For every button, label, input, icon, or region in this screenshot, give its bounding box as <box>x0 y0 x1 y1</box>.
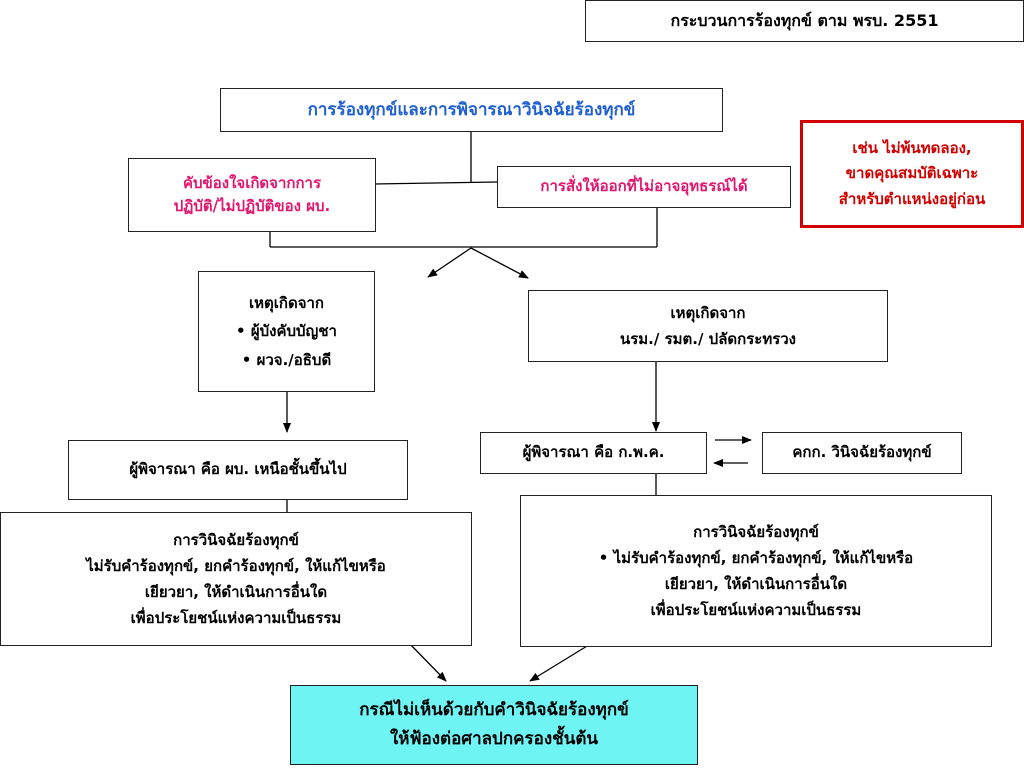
final-box: กรณีไม่เห็นด้วยกับคำวินิจฉัยร้องทุกข์ ให… <box>290 685 698 765</box>
committee-box: คกก. วินิจฉัยร้องทุกข์ <box>762 432 962 474</box>
arrow-decision-right-to-final <box>529 642 593 682</box>
decision-right-line-1: การวินิจฉัยร้องทุกข์ <box>693 522 819 541</box>
arrow-to-source-left <box>427 247 472 278</box>
final-line-2: ให้ฟ้องต่อศาลปกครองชั้นต้น <box>390 729 598 749</box>
page-title-text: กระบวนการร้องทุกข์ ตาม พรบ. 2551 <box>670 10 939 30</box>
decision-right-line-2: ไม่รับคำร้องทุกข์, ยกคำร้องทุกข์, ให้แก้… <box>599 545 914 571</box>
arrow-to-source-right <box>470 247 529 279</box>
source-right-line-1: เหตุเกิดจาก <box>670 303 746 322</box>
decision-left-box: การวินิจฉัยร้องทุกข์ ไม่รับคำร้องทุกข์, … <box>0 512 472 646</box>
reviewer-right-text: ผู้พิจารณา คือ ก.พ.ค. <box>522 443 665 462</box>
cause-right-text: การสั่งให้ออกที่ไม่อาจอุทธรณ์ได้ <box>540 177 748 196</box>
source-left-box: เหตุเกิดจาก ผู้บังคับบัญชา ผวจ./อธิบดี <box>198 271 375 392</box>
cause-right-box: การสั่งให้ออกที่ไม่อาจอุทธรณ์ได้ <box>497 166 791 208</box>
example-line-1: เช่น ไม่พ้นทดลอง, <box>852 138 972 157</box>
decision-right-box: การวินิจฉัยร้องทุกข์ ไม่รับคำร้องทุกข์, … <box>520 495 992 647</box>
decision-right-line-3: เยียวยา, ให้ดำเนินการอื่นใด <box>664 575 848 593</box>
committee-text: คกก. วินิจฉัยร้องทุกข์ <box>792 443 932 462</box>
cause-left-line-2: ปฏิบัติ/ไม่ปฏิบัติของ ผบ. <box>173 197 331 215</box>
source-left-item-2: ผวจ./อธิบดี <box>242 346 332 375</box>
cause-left-box: คับข้องใจเกิดจากการ ปฏิบัติ/ไม่ปฏิบัติขอ… <box>128 158 376 232</box>
arrow-decision-left-to-final <box>407 641 447 682</box>
decision-left-line-4: เพื่อประโยชน์แห่งความเป็นธรรม <box>130 609 342 628</box>
reviewer-left-box: ผู้พิจารณา คือ ผบ. เหนือชั้นขึ้นไป <box>68 440 408 500</box>
decision-left-line-1: การวินิจฉัยร้องทุกข์ <box>173 530 299 549</box>
page-title: กระบวนการร้องทุกข์ ตาม พรบ. 2551 <box>585 0 1024 42</box>
source-right-box: เหตุเกิดจาก นรม./ รมต./ ปลัดกระทรวง <box>528 290 888 362</box>
decision-left-line-2: ไม่รับคำร้องทุกข์, ยกคำร้องทุกข์, ให้แก้… <box>86 556 386 575</box>
main-process-text: การร้องทุกข์และการพิจารณาวินิจฉัยร้องทุก… <box>307 99 636 120</box>
decision-right-line-4: เพื่อประโยชน์แห่งความเป็นธรรม <box>650 601 862 620</box>
example-box: เช่น ไม่พ้นทดลอง, ขาดคุณสมบัติเฉพาะ สำหร… <box>800 120 1024 228</box>
source-left-heading: เหตุเกิดจาก <box>249 293 324 312</box>
source-left-item-1: ผู้บังคับบัญชา <box>236 317 337 346</box>
cause-left-line-1: คับข้องใจเกิดจากการ <box>182 173 322 192</box>
example-line-3: สำหรับตำแหน่งอยู่ก่อน <box>838 189 986 208</box>
connector-cause-join <box>374 181 498 185</box>
main-process-box: การร้องทุกข์และการพิจารณาวินิจฉัยร้องทุก… <box>220 88 723 132</box>
reviewer-right-box: ผู้พิจารณา คือ ก.พ.ค. <box>480 432 707 474</box>
final-line-1: กรณีไม่เห็นด้วยกับคำวินิจฉัยร้องทุกข์ <box>359 700 629 721</box>
reviewer-left-text: ผู้พิจารณา คือ ผบ. เหนือชั้นขึ้นไป <box>129 460 347 479</box>
decision-left-line-3: เยียวยา, ให้ดำเนินการอื่นใด <box>144 583 328 601</box>
source-right-line-2: นรม./ รมต./ ปลัดกระทรวง <box>619 330 797 348</box>
example-line-2: ขาดคุณสมบัติเฉพาะ <box>845 164 979 183</box>
